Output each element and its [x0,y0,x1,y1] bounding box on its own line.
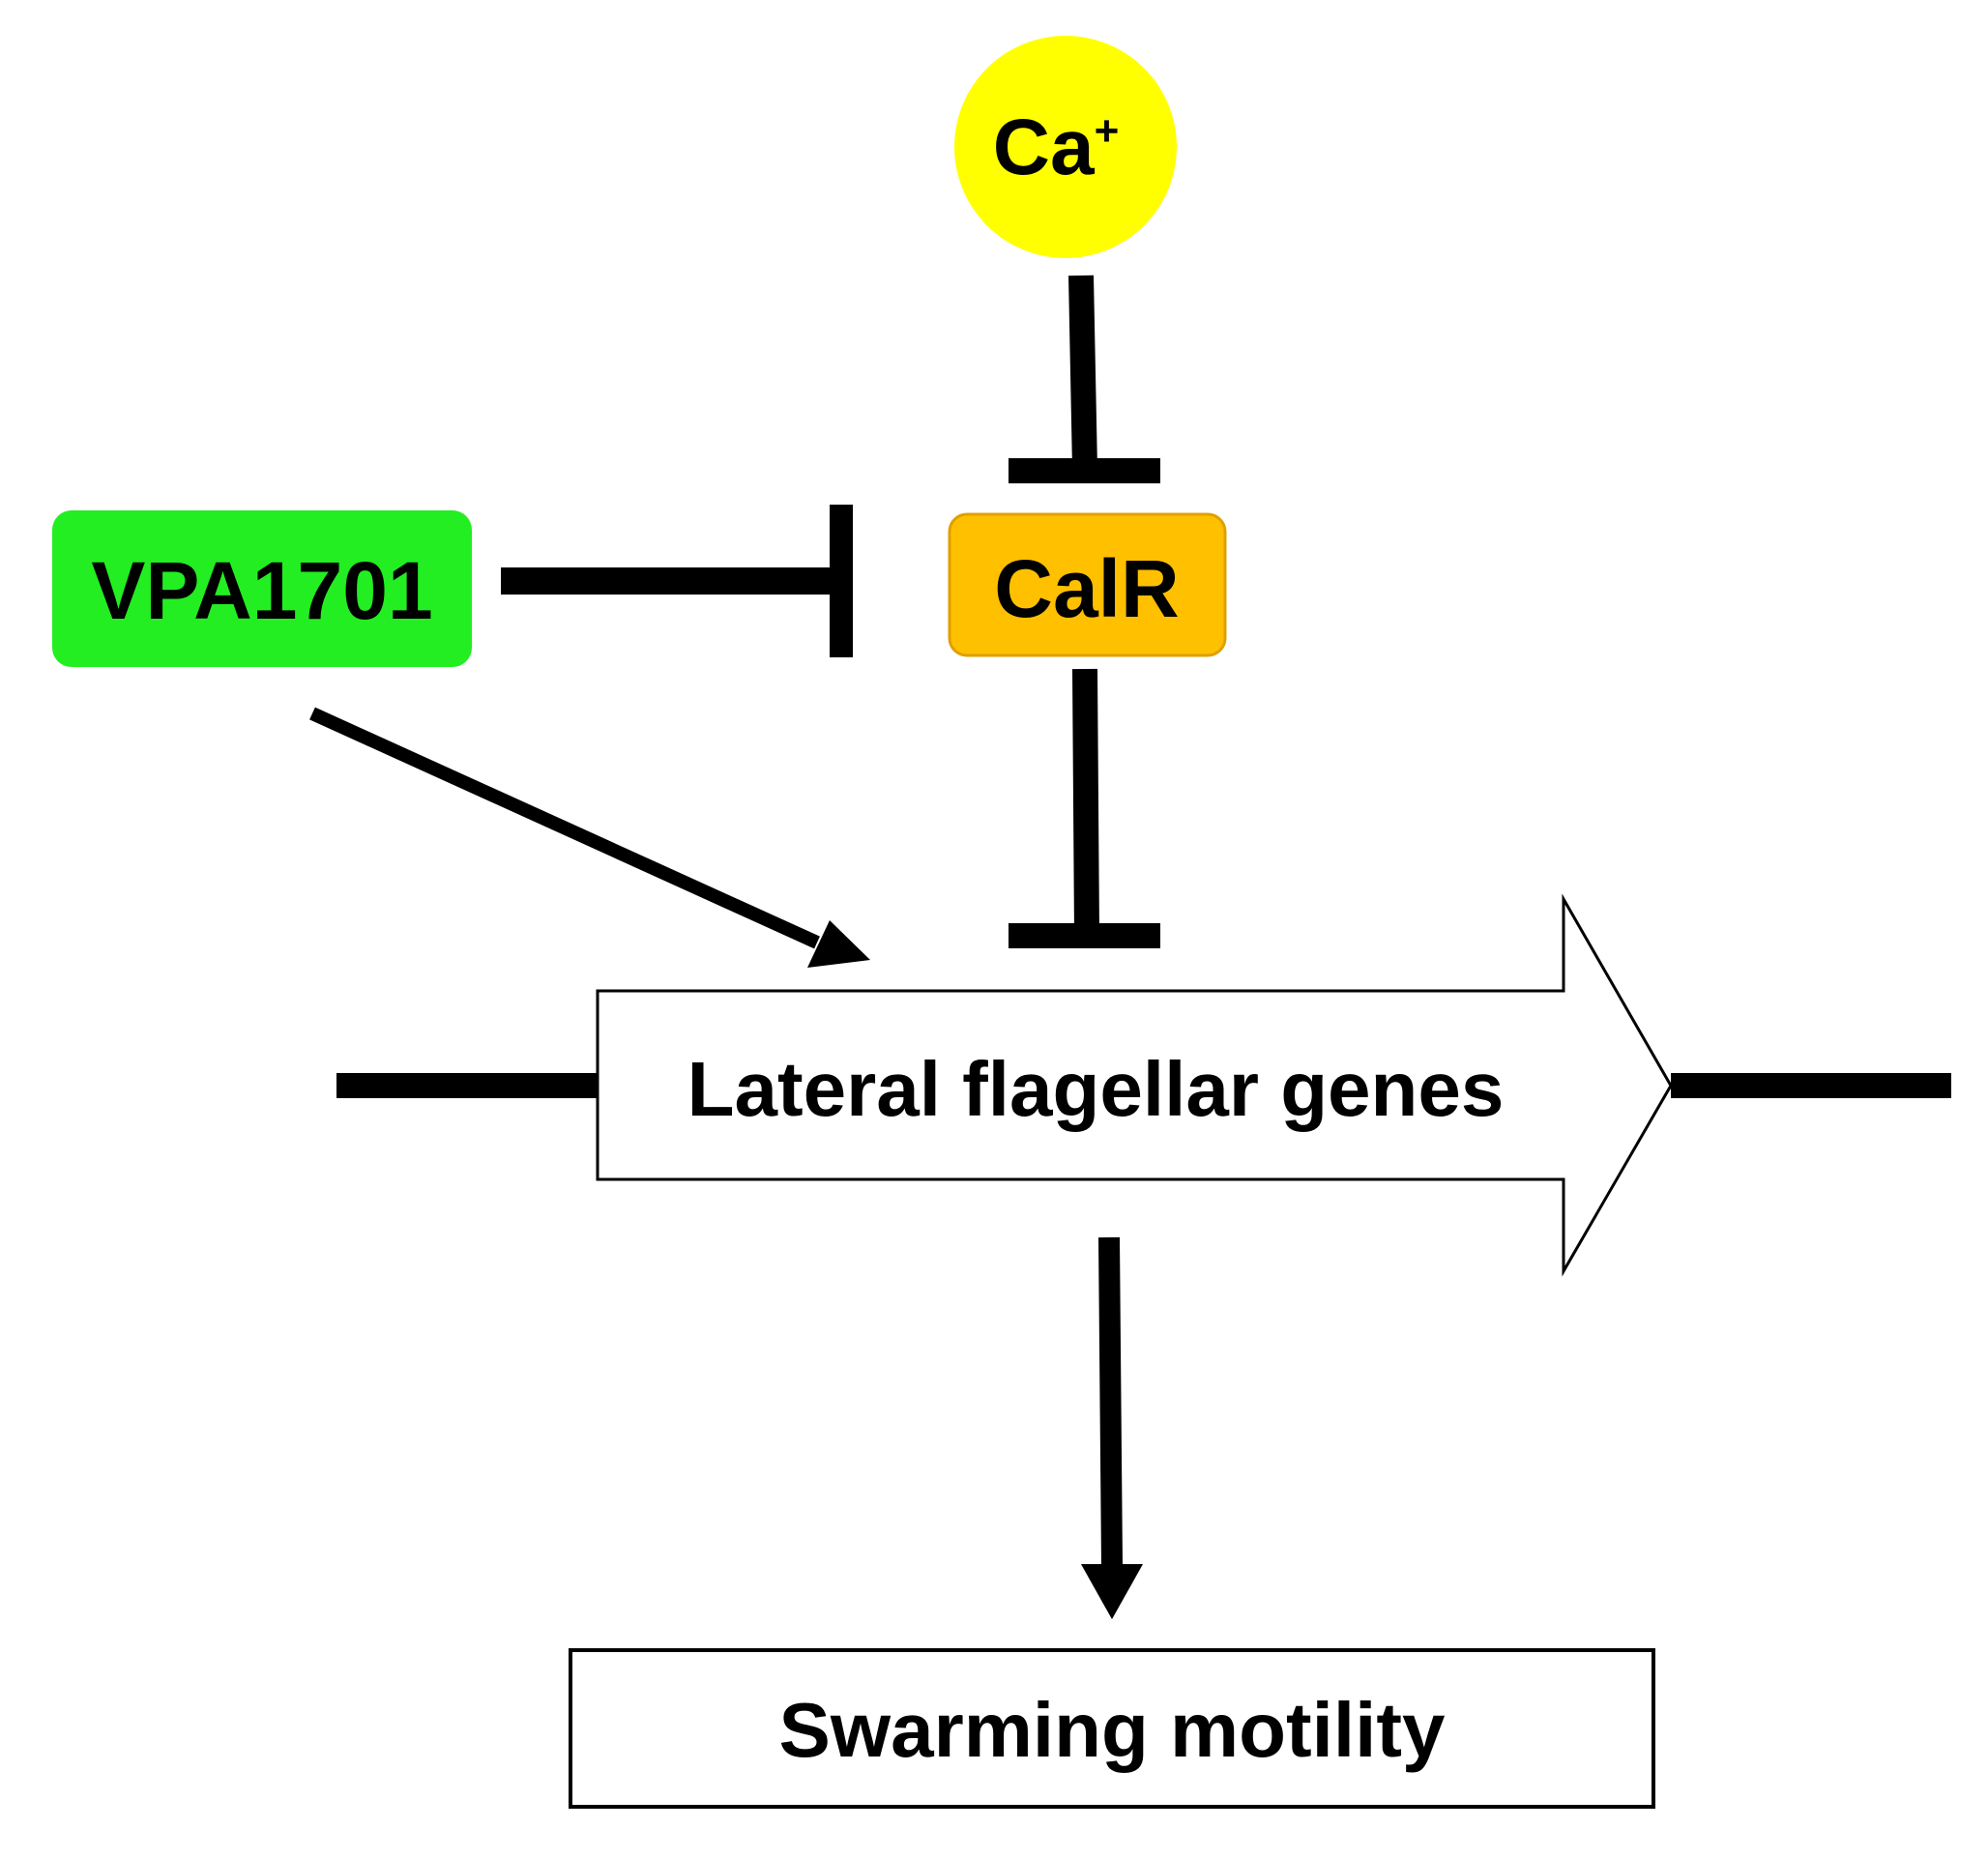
edge-genes-output-activation [1081,1236,1143,1619]
calcium-label-main: Ca [993,103,1096,191]
edge-vpa1701-calr-inhibition [501,505,853,657]
vpa1701-box [52,510,472,667]
calr-label: CalR [994,543,1179,634]
calr-node: CalR [948,512,1227,657]
genes-node: Lateral flagellar genes [336,893,1951,1277]
calcium-label: Ca+ [993,103,1120,191]
output-label: Swarming motility [779,1687,1446,1773]
inhibition-line [1072,668,1099,937]
edge-vpa1701-genes-activation [309,707,870,968]
activation-line [309,707,820,949]
calcium-node: Ca+ [954,36,1177,258]
activation-arrowhead [1081,1564,1143,1619]
edge-calr-genes-inhibition [1009,668,1160,948]
activation-line [1098,1236,1123,1567]
inhibition-line [1068,275,1097,471]
calcium-label-superscript: + [1095,107,1120,155]
output-node: Swarming motility [569,1648,1655,1809]
calr-box [948,512,1227,657]
vpa1701-label: VPA1701 [91,545,432,636]
genes-label: Lateral flagellar genes [687,1046,1505,1132]
edge-calcium-calr-inhibition [1009,275,1160,483]
vpa1701-node: VPA1701 [52,510,472,667]
output-box [569,1648,1655,1809]
calcium-circle [954,36,1177,258]
activation-arrowhead [807,920,870,968]
gene-arrow-shape [596,893,1673,1277]
